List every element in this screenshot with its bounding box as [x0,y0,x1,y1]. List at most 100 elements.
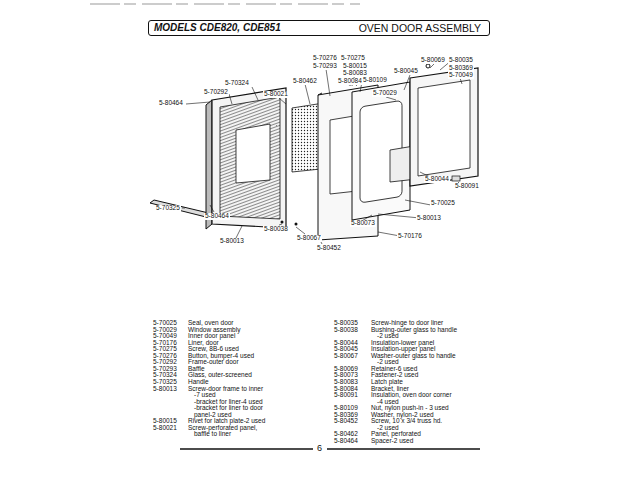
part-number: 5-80069 [334,366,358,373]
part-number: 5-80462 [334,431,358,438]
part-description: Fastener-2 used [371,372,418,379]
part-number: 5-70276 [153,353,177,360]
part-description: Spacer-2 used [371,438,413,445]
part-description: Frame-outer door [188,359,239,366]
part-description: Rivet for latch plate-2 used [188,418,265,425]
callout-number: 5-70276 [312,55,338,62]
part-description: panel-2 used [194,412,232,419]
header-box: MODELS CDE820, CDE851 OVEN DOOR ASSEMBLY [148,20,490,36]
part-description: Washer, nylon-2 used [371,412,434,419]
part-description: Baffle [188,366,205,373]
callout-number: 5-80015 [342,63,368,70]
callout-number: 5-80369 [448,65,474,72]
part-number: 5-80073 [334,372,358,379]
part-number: 5-70324 [153,372,177,379]
callout-number: 5-80073 [350,220,376,227]
part-number: 5-70293 [153,366,177,373]
callout-number: 5-80464 [204,213,230,220]
part-description: Screw, 10 x 3/4 truss hd. [371,418,442,425]
model-heading: MODELS CDE820, CDE851 [154,22,281,34]
callout-number: 5-80109 [362,77,388,84]
part-description: -bracket for liner-4 used [194,399,263,406]
part-number: 5-80044 [334,340,358,347]
part-number: 5-70025 [153,320,177,327]
part-number: 5-80035 [334,320,358,327]
callout-number: 5-70324 [224,80,250,87]
callout-number: 5-80069 [420,57,446,64]
callout-number: 5-80021 [263,91,289,98]
part-description: Liner, door [188,340,219,347]
callout-number: 5-80038 [263,226,289,233]
part-number: 5-70325 [153,379,177,386]
part-description: Insulation, oven door corner [371,392,452,399]
callout-number: 5-70293 [312,63,338,70]
callout-number: 5-80013 [416,215,442,222]
part-description: Bushing-outer glass to handle [371,327,457,334]
part-description: Nut, nylon push-in - 3 used [371,405,449,412]
part-number: 5-80091 [334,392,358,399]
section-heading: OVEN DOOR ASSEMBLY [359,22,481,35]
callout-number: 5-80045 [393,68,419,75]
part-description: Button, bumper-4 used [188,353,254,360]
callout-number: 5-70325 [155,205,181,212]
callout-number: 5-80452 [316,245,342,252]
part-number: 5-80021 [153,425,177,432]
part-number: 5-70275 [153,346,177,353]
part-number: 5-80045 [334,346,358,353]
callout-number: 5-70049 [448,72,474,79]
part-number: 5-80464 [334,438,358,445]
part-description: Insulation-lower panel [371,340,434,347]
part-description: -bracket for liner to door [194,405,263,412]
part-description: Screw, 8B-6 used [188,346,239,353]
part-number: 5-70176 [153,340,177,347]
callout-number: 5-80091 [454,183,480,190]
part-description: Glass, outer-screened [188,372,252,379]
part-description: baffle to liner [194,431,231,438]
part-description: Screw-hinge to door liner [371,320,443,327]
callout-number: 5-80067 [296,235,322,242]
part-number: 5-80083 [334,379,358,386]
callout-number: 5-80044 [424,176,450,183]
callout-number: 5-80084 [337,78,363,85]
callout-number: 5-70176 [397,233,423,240]
part-number: 5-80452 [334,418,358,425]
part-description: Latch plate [371,379,403,386]
callout-number: 5-70275 [340,55,366,62]
part-description: -7 used [194,392,216,399]
callout-number: 5-80013 [219,238,245,245]
part-description: -2 used [377,333,399,340]
part-description: Washer-outer glass to handle [371,353,456,360]
part-number: 5-80067 [334,353,358,360]
part-number: 5-70049 [153,333,177,340]
callout-number: 5-70025 [430,200,456,207]
part-description: -2 used [377,425,399,432]
part-number: 5-80013 [153,386,177,393]
part-description: Screw-perforated panel, [188,425,257,432]
part-number: 5-70292 [153,359,177,366]
part-description: Inner door panel [188,333,235,340]
part-description: Handle [188,379,209,386]
callout-number: 5-70029 [372,90,398,97]
part-number: 5-80038 [334,327,358,334]
callout-number: 5-80464 [158,100,184,107]
part-number: 5-80084 [334,386,358,393]
part-number: 5-80109 [334,405,358,412]
part-number: 5-80015 [153,418,177,425]
part-description: Seal, oven door [188,320,234,327]
callout-number: 5-70292 [203,89,229,96]
part-description: -2 used [377,359,399,366]
part-description: Insulation-upper panel [371,346,435,353]
callout-number: 5-80462 [292,78,318,85]
part-description: Retainer-6 used [371,366,417,373]
callout-number: 5-80035 [448,57,474,64]
part-description: Bracket, liner [371,386,409,393]
part-description: Window assembly [188,327,240,334]
part-number: 5-70029 [153,327,177,334]
part-description: Panel, perforated [371,431,421,438]
part-number: 5-80369 [334,412,358,419]
callout-number: 5-80083 [342,70,368,77]
part-description: -4 used [377,399,399,406]
page-number: 6 [317,444,322,453]
part-description: Screw-door frame to inner [188,386,263,393]
